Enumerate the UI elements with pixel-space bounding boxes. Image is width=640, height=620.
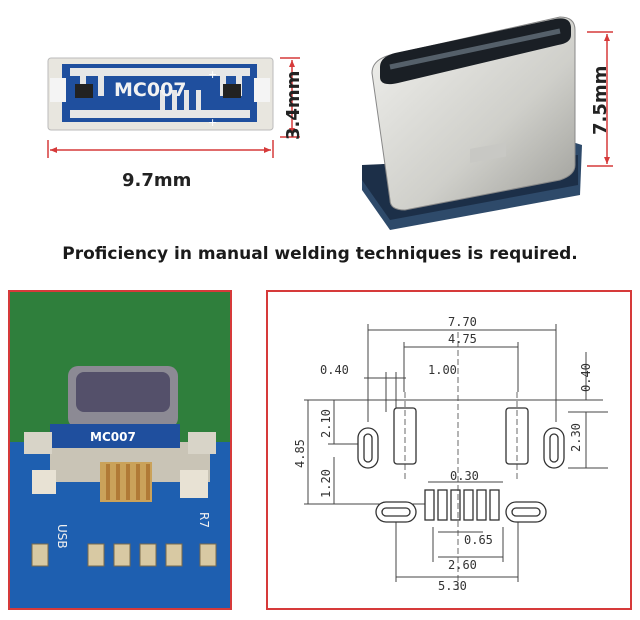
- connector-height-dimension-line: [587, 31, 613, 167]
- dim-2-30: 2.30: [569, 423, 583, 452]
- dim-7-70: 7.70: [448, 315, 477, 329]
- soldered-board-photo: MC007 USB R7: [10, 292, 230, 608]
- dim-4-85: 4.85: [293, 439, 307, 468]
- dim-1-00: 1.00: [428, 363, 457, 377]
- dim-0-65: 0.65: [464, 533, 493, 547]
- connector-height-label: 7.5mm: [590, 65, 611, 135]
- dim-1-20: 1.20: [319, 469, 333, 498]
- board-chip-label: MC007: [114, 79, 187, 101]
- width-dimension-line: [47, 140, 274, 158]
- dim-5-30: 5.30: [438, 579, 467, 593]
- footprint-drawing: 7.70 4.75 0.40 1.00 0.40 2.10 4.85 1.20 …: [293, 315, 608, 593]
- technical-drawing-frame: 7.70 4.75 0.40 1.00 0.40 2.10 4.85 1.20 …: [266, 290, 632, 610]
- soldered-board-photo-frame: MC007 USB R7: [8, 290, 232, 610]
- height-dimension-line: [280, 57, 300, 138]
- photo-usb-silk: USB: [55, 524, 69, 549]
- svg-text:+: +: [208, 68, 217, 81]
- dim-4-75: 4.75: [448, 332, 477, 346]
- photo-r7-silk: R7: [197, 512, 211, 528]
- dim-0-30: 0.30: [450, 469, 479, 483]
- photo-chip-label: MC007: [90, 430, 136, 444]
- dim-2-60: 2.60: [448, 558, 477, 572]
- dim-2-10: 2.10: [319, 409, 333, 438]
- usb-c-connector-image: [350, 5, 600, 235]
- board-width-label: 9.7mm: [122, 170, 192, 191]
- connector-svg: [362, 16, 582, 230]
- svg-text:+: +: [208, 116, 217, 129]
- board-height-label: 3.4mm: [283, 70, 304, 140]
- adapter-board-svg: MC007 + +: [47, 57, 274, 131]
- dim-0-40-right: 0.40: [579, 363, 593, 392]
- dim-0-40-left: 0.40: [320, 363, 349, 377]
- board-product-image: MC007 + +: [40, 50, 280, 140]
- welding-caption: Proficiency in manual welding techniques…: [62, 244, 578, 264]
